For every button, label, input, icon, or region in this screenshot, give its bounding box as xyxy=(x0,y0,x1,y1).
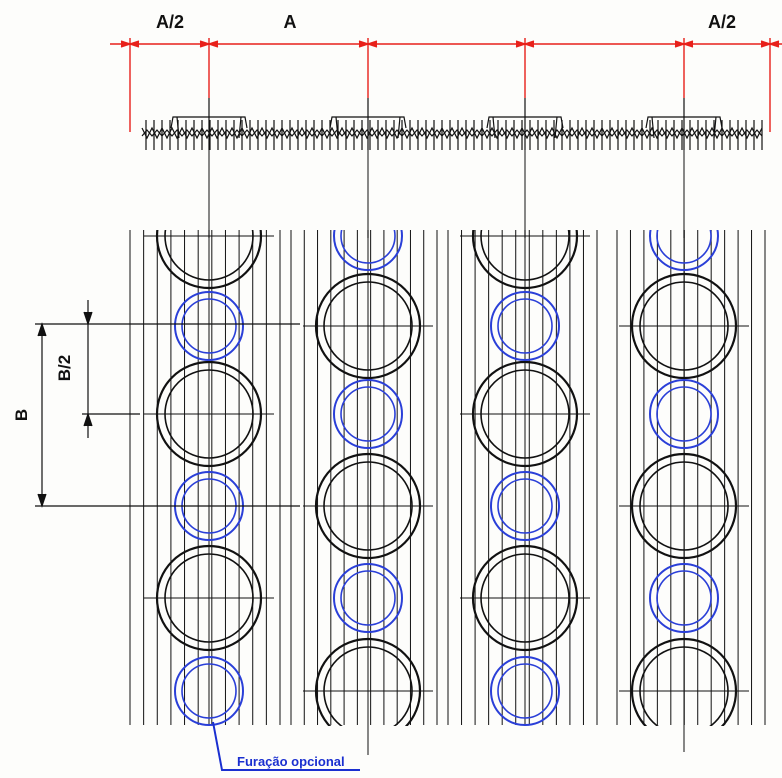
optional-hole-inner xyxy=(656,570,712,626)
dimension-label-a: A xyxy=(284,12,297,32)
edge-cover xyxy=(0,150,782,778)
optional-hole-inner xyxy=(497,663,553,719)
optional-hole-outer xyxy=(333,563,403,633)
fin-zigzag xyxy=(141,129,763,137)
optional-hole-inner xyxy=(656,386,712,442)
optional-hole-inner xyxy=(497,478,553,534)
arrow-head xyxy=(83,412,93,427)
arrow-head xyxy=(681,40,694,48)
top-mask xyxy=(0,150,782,230)
optional-hole-outer xyxy=(174,656,244,726)
collar-wall xyxy=(651,116,655,139)
arrow-head xyxy=(37,493,47,508)
fin-zigzag xyxy=(141,126,763,140)
arrow-head xyxy=(37,322,47,337)
collar-wall xyxy=(492,116,496,139)
bottom-mask xyxy=(0,726,782,778)
top-dimension-chain xyxy=(110,38,782,132)
dimension-label-b: B xyxy=(12,409,31,421)
optional-hole-inner xyxy=(181,663,237,719)
dimension-label-a-half-right: A/2 xyxy=(708,12,736,32)
arrow-head xyxy=(127,40,140,48)
optional-hole-outer xyxy=(649,563,719,633)
arrow-head xyxy=(365,40,378,48)
optional-hole-outer xyxy=(490,471,560,541)
collar-wall xyxy=(238,116,242,139)
optional-hole-inner xyxy=(181,298,237,354)
optional-hole-inner xyxy=(497,298,553,354)
note-leader-line xyxy=(212,721,360,771)
collar-wall xyxy=(554,116,558,139)
fin-lines xyxy=(129,230,766,755)
tube-holes xyxy=(0,150,782,778)
optional-hole-outer xyxy=(649,379,719,449)
row-pitch-dimension xyxy=(35,300,300,508)
arrow-head xyxy=(206,40,219,48)
collar-wall xyxy=(397,116,401,139)
collar-wall xyxy=(713,116,717,139)
fin-profile-section xyxy=(141,98,763,238)
optional-holes-note: Furação opcional xyxy=(237,754,345,769)
arrow-head xyxy=(83,311,93,326)
optional-hole-inner xyxy=(340,386,396,442)
arrow-head xyxy=(522,40,535,48)
optional-hole-inner xyxy=(340,570,396,626)
dimension-label-a-half-left: A/2 xyxy=(156,12,184,32)
collar-wall xyxy=(176,116,180,139)
collar-wall xyxy=(335,116,339,139)
dimension-label-b-half: B/2 xyxy=(55,355,74,381)
optional-hole-outer xyxy=(174,291,244,361)
optional-hole-outer xyxy=(490,291,560,361)
arrow-head xyxy=(767,40,780,48)
optional-hole-outer xyxy=(490,656,560,726)
optional-hole-outer xyxy=(333,379,403,449)
